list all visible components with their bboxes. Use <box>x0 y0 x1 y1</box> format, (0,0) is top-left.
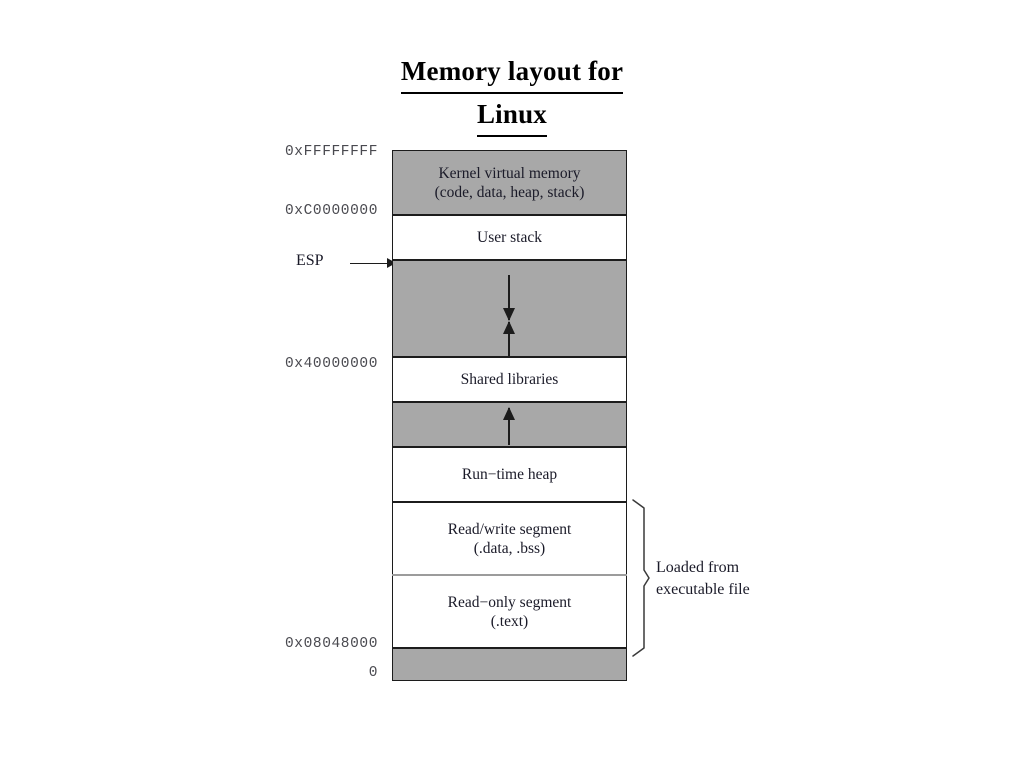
heap-growth-up-arrow-2 <box>503 407 515 445</box>
mem-block-kernel-virtual-memory: Kernel virtual memory (code, data, heap,… <box>392 150 627 215</box>
mem-block-read-write-segment: Read/write segment (.data, .bss) <box>392 502 627 575</box>
page-title: Memory layout for Linux <box>0 52 1024 137</box>
address-0x08048000: 0x08048000 <box>284 636 378 652</box>
address-0xFFFFFFFF: 0xFFFFFFFF <box>284 144 378 160</box>
heap-growth-up-arrow-head-icon <box>503 321 515 334</box>
mem-block-label-read-only-segment: Read−only segment (.text) <box>447 593 572 630</box>
esp-pointer: ESP <box>296 252 396 274</box>
heap-growth-up-arrow-2-head-icon <box>503 407 515 420</box>
heap-growth-up-arrow <box>503 321 515 356</box>
segment-divider <box>392 574 627 576</box>
esp-label: ESP <box>296 252 324 269</box>
mem-block-label-kernel-virtual-memory: Kernel virtual memory (code, data, heap,… <box>434 164 585 201</box>
mem-block-label-read-write-segment: Read/write segment (.data, .bss) <box>447 520 572 557</box>
stack-growth-down-arrow-head-icon <box>503 308 515 321</box>
mem-block-label-user-stack: User stack <box>477 229 542 246</box>
mem-block-user-stack: User stack <box>392 215 627 260</box>
stack-growth-down-arrow <box>503 275 515 321</box>
mem-block-label-shared-libraries: Shared libraries <box>460 371 559 388</box>
esp-arrow-line <box>350 263 394 265</box>
address-zero: 0 <box>368 665 378 681</box>
address-0x40000000: 0x40000000 <box>284 356 378 372</box>
loaded-from-executable-label: Loaded from executable file <box>656 559 750 598</box>
mem-block-shared-libraries: Shared libraries <box>392 357 627 402</box>
memory-layout-diagram: Kernel virtual memory (code, data, heap,… <box>392 150 627 681</box>
mem-block-label-run-time-heap: Run−time heap <box>461 466 558 483</box>
address-0xC0000000: 0xC0000000 <box>284 203 378 219</box>
mem-block-unmapped-low-memory <box>392 648 627 681</box>
mem-block-read-only-segment: Read−only segment (.text) <box>392 575 627 648</box>
loaded-from-executable-bracket <box>632 499 650 657</box>
page-title-line-2: Linux <box>476 95 548 137</box>
mem-block-run-time-heap: Run−time heap <box>392 447 627 502</box>
esp-arrow-head-icon <box>387 257 396 268</box>
page-title-line-1: Memory layout for <box>400 52 624 94</box>
